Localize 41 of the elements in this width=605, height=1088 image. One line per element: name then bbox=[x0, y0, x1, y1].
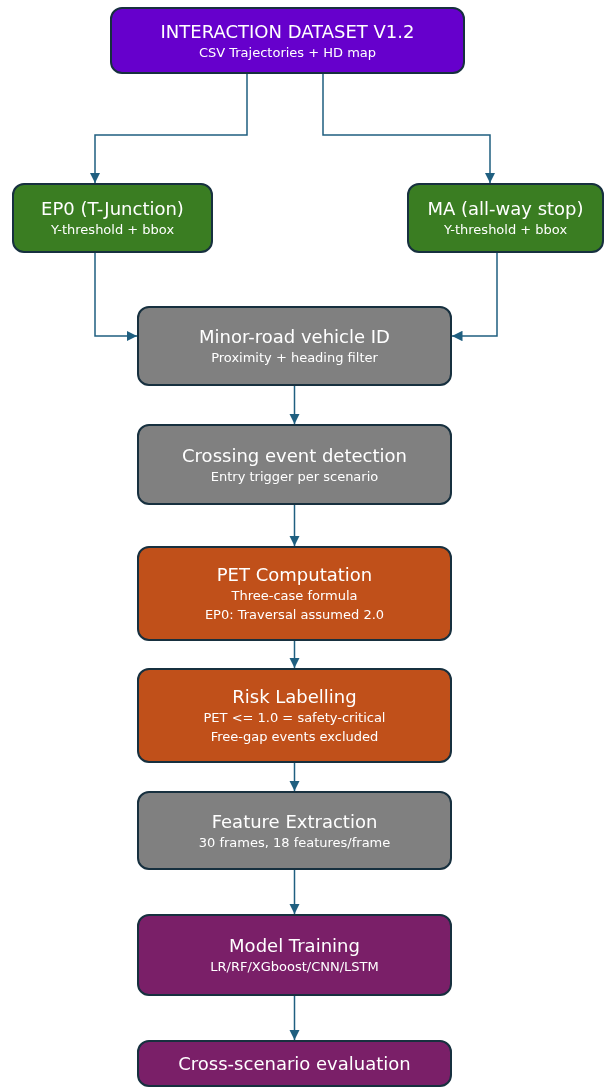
process-box bbox=[407, 183, 604, 253]
process-box bbox=[137, 668, 452, 763]
arrow bbox=[289, 762, 300, 792]
process-box bbox=[137, 791, 452, 870]
arrow bbox=[289, 995, 300, 1041]
box-subtitle: Y-threshold + bbox bbox=[50, 221, 175, 239]
box-title: MA (all-way stop) bbox=[427, 197, 584, 220]
box-subtitle: LR/RF/XGboost/CNN/LSTM bbox=[210, 958, 379, 976]
box-subtitle: Three-case formula bbox=[231, 587, 358, 605]
box-title: Crossing event detection bbox=[182, 443, 407, 467]
box-title: EP0 (T-Junction) bbox=[41, 197, 184, 220]
box-title: Minor-road vehicle ID bbox=[199, 325, 390, 348]
process-box bbox=[137, 546, 452, 641]
box-title: INTERACTION DATASET V1.2 bbox=[160, 19, 415, 43]
arrow bbox=[289, 640, 300, 669]
box-subtitle: PET <= 1.0 = safety-critical bbox=[203, 709, 386, 727]
process-box bbox=[137, 424, 452, 505]
process-box bbox=[137, 306, 452, 386]
arrow bbox=[451, 252, 498, 342]
box-subtitle: EP0: Traversal assumed 2.0 bbox=[204, 606, 385, 624]
box-subtitle: Proximity + heading filter bbox=[211, 349, 378, 367]
arrow bbox=[289, 385, 300, 425]
box-title: Cross-scenario evaluation bbox=[178, 1052, 411, 1075]
arrow bbox=[322, 73, 496, 184]
arrow bbox=[94, 252, 138, 342]
box-title: PET Computation bbox=[216, 563, 373, 586]
process-box bbox=[110, 7, 465, 74]
process-box bbox=[12, 183, 213, 253]
arrow bbox=[289, 504, 300, 547]
arrow bbox=[89, 73, 248, 184]
process-box bbox=[137, 914, 452, 996]
process-box bbox=[137, 1040, 452, 1087]
box-title: Feature Extraction bbox=[211, 809, 378, 833]
box-subtitle: Y-threshold + bbox bbox=[443, 221, 568, 239]
arrow bbox=[289, 869, 300, 915]
box-title: Risk Labelling bbox=[232, 685, 357, 708]
box-title: Model Training bbox=[229, 934, 360, 957]
box-subtitle: Free-gap events excluded bbox=[210, 728, 379, 746]
box-subtitle: Entry trigger per scenario bbox=[210, 467, 379, 486]
box-subtitle: 30 frames, 18 features/frame bbox=[198, 833, 391, 852]
box-subtitle: CSV Trajectories + HD map bbox=[198, 43, 377, 62]
